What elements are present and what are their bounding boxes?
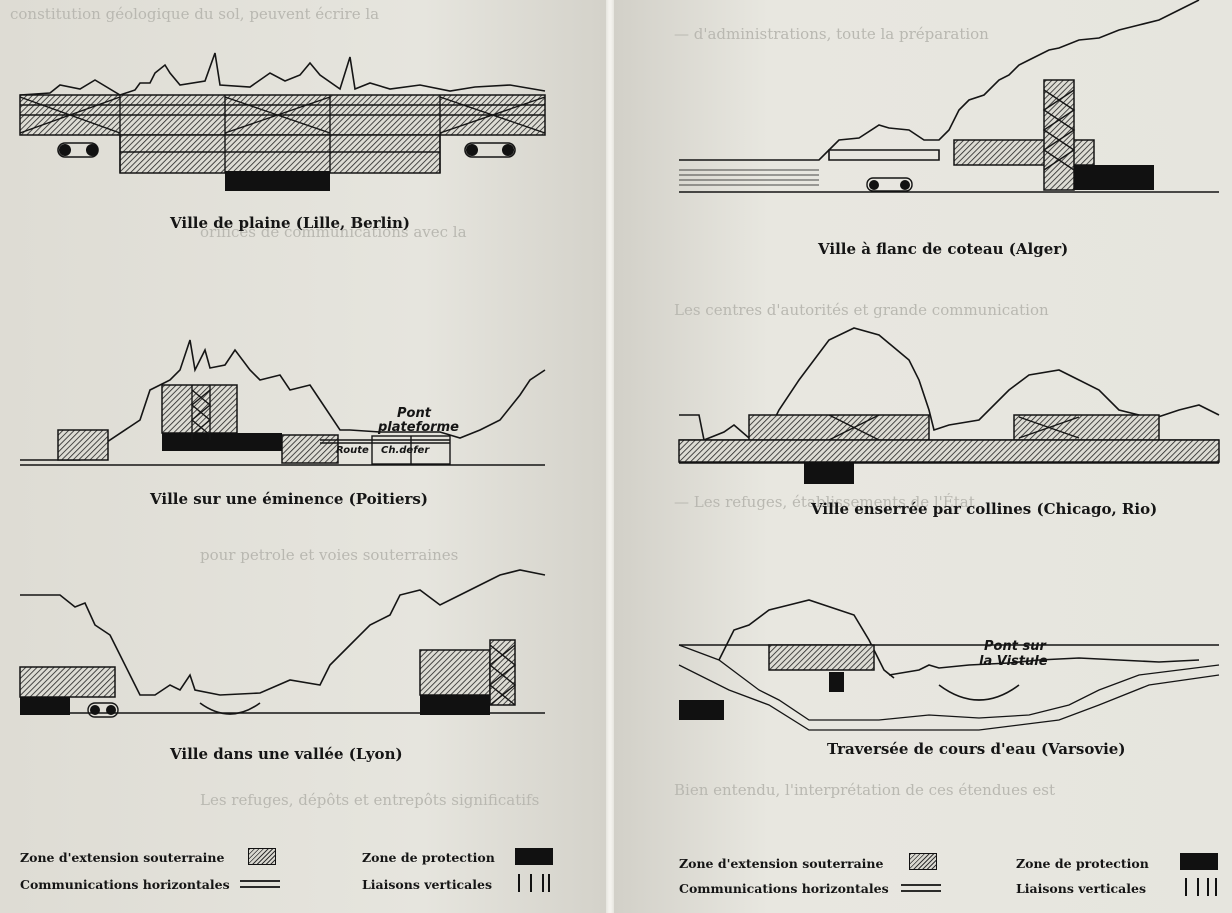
legend-hatch-swatch	[248, 848, 276, 865]
show-through-text: Bien entendu, l'interprétation de ces ét…	[674, 781, 1056, 799]
caption-ville-coteau: Ville à flanc de coteau (Alger)	[818, 240, 1069, 258]
diagram-ville-de-plaine	[19, 52, 546, 191]
label-plateforme: plateforme	[378, 420, 459, 435]
legend-zone-protection: Zone de protection	[1016, 856, 1149, 871]
show-through-text: — d'administrations, toute la préparatio…	[674, 25, 989, 43]
caption-traversee-cours-eau: Traversée de cours d'eau (Varsovie)	[827, 740, 1126, 758]
legend-zone-protection: Zone de protection	[362, 850, 495, 865]
legend-horizontal-lines-icon	[240, 880, 280, 888]
label-ch-de-fer: Ch.defer	[381, 445, 430, 456]
legend-solid-swatch	[515, 848, 553, 865]
legend-communications: Communications horizontales	[20, 877, 230, 892]
caption-ville-eminence: Ville sur une éminence (Poitiers)	[150, 490, 428, 508]
caption-ville-de-plaine: Ville de plaine (Lille, Berlin)	[170, 214, 411, 232]
label-pont-sur: Pont sur	[984, 639, 1046, 654]
legend-horizontal-lines-icon	[901, 884, 941, 892]
show-through-text: Les centres d'autorités et grande commun…	[674, 301, 1049, 319]
legend-zone-extension: Zone d'extension souterraine	[679, 856, 884, 871]
legend-liaisons: Liaisons verticales	[362, 877, 493, 892]
caption-ville-vallee: Ville dans une vallée (Lyon)	[170, 745, 403, 763]
legend-vertical-lines-icon	[1185, 878, 1217, 896]
diagram-traversee-cours-eau	[678, 599, 1220, 731]
legend-hatch-swatch	[909, 853, 937, 870]
legend-vertical-lines-icon	[518, 874, 550, 892]
right-page: — d'administrations, toute la préparatio…	[614, 0, 1232, 913]
diagram-ville-coteau	[679, 0, 1219, 193]
left-page: constitution géologique du sol, peuvent …	[0, 0, 606, 913]
legend-zone-extension: Zone d'extension souterraine	[20, 850, 225, 865]
label-pont: Pont	[397, 406, 431, 421]
diagram-ville-collines	[678, 327, 1220, 484]
show-through-text: constitution géologique du sol, peuvent …	[10, 5, 380, 23]
label-la-vistule: la Vistule	[979, 654, 1048, 669]
show-through-text: — Les refuges, établissements de l'État	[674, 493, 975, 511]
show-through-text: orifices de communications avec la	[200, 223, 467, 241]
legend-solid-swatch	[1180, 853, 1218, 870]
legend-communications: Communications horizontales	[679, 881, 889, 896]
show-through-text: pour petrole et voies souterraines	[200, 546, 459, 564]
label-route: Route	[336, 445, 369, 456]
diagram-ville-vallee	[19, 569, 546, 718]
legend-liaisons: Liaisons verticales	[1016, 881, 1147, 896]
diagram-ville-eminence	[20, 339, 546, 466]
show-through-text: Les refuges, dépôts et entrepôts signifi…	[200, 791, 540, 809]
caption-ville-collines: Ville enserrée par collines (Chicago, Ri…	[811, 500, 1158, 518]
